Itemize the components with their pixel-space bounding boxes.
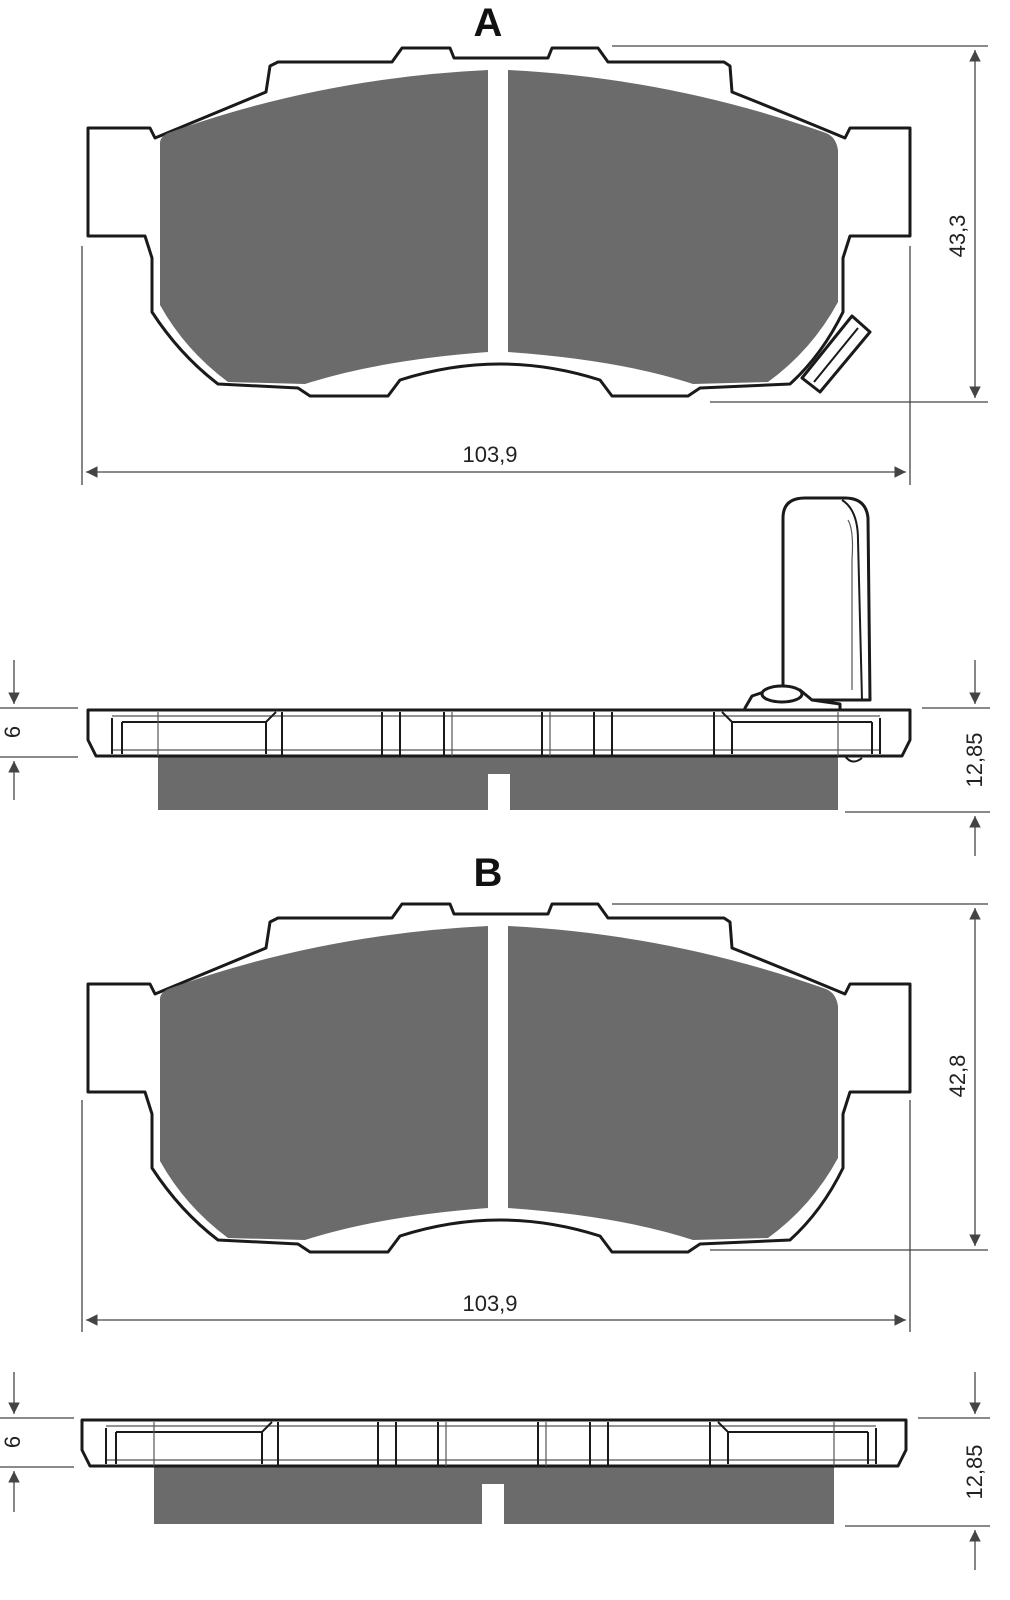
pad-a-front-view [86,46,912,398]
pad-a-width-dimension: 103,9 [81,246,911,485]
pad-b-backing-thickness-dimension: 6 [0,1372,74,1512]
pad-a-backing-thickness-dimension: 6 [0,660,78,800]
pad-a-width-value: 103,9 [462,442,517,467]
pad-a-height-value: 43,3 [945,215,970,258]
pad-a-wear-sensor [800,314,872,394]
pad-a-side-backing [86,708,912,763]
pad-b-side-view [80,1418,908,1524]
pad-b-total-thickness-dimension: 12,85 [845,1372,990,1570]
pad-a-total-thickness-dimension: 12,85 [845,660,990,856]
pad-b-width-value: 103,9 [462,1291,517,1316]
pad-b-backing-thickness-value: 6 [0,1436,25,1448]
pad-b-side-backing [80,1418,908,1468]
pad-a-height-dimension: 43,3 [612,45,988,403]
pad-b-side-friction [154,1466,834,1524]
pad-b-height-value: 42,8 [945,1055,970,1098]
pad-b-width-dimension: 103,9 [81,1100,911,1332]
pad-a-total-thickness-value: 12,85 [962,732,987,787]
pad-a-backing-thickness-value: 6 [0,726,25,738]
pad-b-front-view [86,902,912,1254]
pad-a-friction-left [160,70,488,384]
pad-a-label: A [474,1,503,45]
pad-b-total-thickness-value: 12,85 [962,1444,987,1499]
pad-a-clip [743,496,872,714]
pad-a-friction-right [508,70,838,384]
pad-a-side-view [86,496,912,810]
pad-b-height-dimension: 42,8 [612,903,988,1251]
pad-b-label: B [474,851,503,895]
pad-b-friction-left [160,926,488,1240]
pad-b-friction-right [508,926,838,1240]
pad-a-side-friction [158,756,838,810]
